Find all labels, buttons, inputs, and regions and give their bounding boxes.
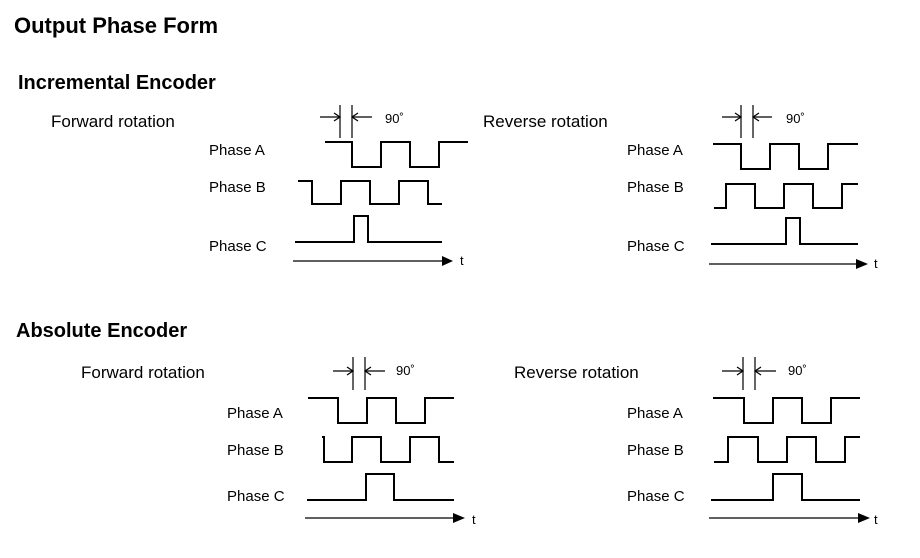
phase-b-label: Phase B: [627, 442, 684, 459]
phase-marker: [320, 105, 372, 138]
phase-marker: [722, 357, 776, 390]
phase-c-waveform: [307, 473, 454, 501]
phase-c-waveform: [711, 217, 858, 245]
phase-angle-label: 90˚: [786, 111, 805, 126]
phase-c-waveform: [711, 473, 860, 501]
time-axis-arrowhead: [442, 256, 453, 266]
phase-a-waveform: [308, 397, 454, 424]
phase-marker: [722, 105, 772, 138]
absolute-encoder-title: Absolute Encoder: [16, 320, 188, 342]
phase-marker: [333, 357, 385, 390]
waveform-diagram: [709, 105, 868, 269]
time-axis-label: t: [472, 512, 476, 527]
phase-c-label: Phase C: [627, 488, 685, 505]
phase-c-label: Phase C: [627, 238, 685, 255]
phase-b-label: Phase B: [209, 179, 266, 196]
phase-b-label: Phase B: [627, 179, 684, 196]
phase-angle-label: 90˚: [385, 111, 404, 126]
phase-a-waveform: [713, 143, 858, 170]
phase-b-waveform: [714, 436, 860, 463]
phase-b-label: Phase B: [227, 442, 284, 459]
time-axis-arrowhead: [856, 259, 868, 269]
phase-c-label: Phase C: [209, 238, 267, 255]
phase-a-label: Phase A: [227, 405, 283, 422]
time-axis-arrowhead: [453, 513, 465, 523]
time-axis-label: t: [874, 256, 878, 271]
phase-a-waveform: [713, 397, 860, 424]
phase-a-label: Phase A: [627, 405, 683, 422]
phase-c-waveform: [295, 215, 442, 243]
phase-b-waveform: [714, 183, 858, 209]
waveform-diagram: [305, 357, 465, 523]
phase-angle-label: 90˚: [396, 363, 415, 378]
phase-b-waveform: [322, 436, 454, 463]
waveform-diagram: [293, 105, 468, 266]
phase-b-waveform: [298, 180, 442, 205]
rotation-label: Forward rotation: [81, 363, 205, 382]
incremental-encoder-title: Incremental Encoder: [18, 72, 216, 94]
phase-a-waveform: [325, 141, 468, 168]
time-axis-arrowhead: [858, 513, 870, 523]
rotation-label: Reverse rotation: [514, 363, 639, 382]
waveform-diagram: [709, 357, 870, 523]
time-axis-label: t: [460, 253, 464, 268]
phase-c-label: Phase C: [227, 488, 285, 505]
time-axis-label: t: [874, 512, 878, 527]
page-title: Output Phase Form: [14, 13, 219, 38]
rotation-label: Reverse rotation: [483, 112, 608, 131]
phase-angle-label: 90˚: [788, 363, 807, 378]
rotation-label: Forward rotation: [51, 112, 175, 131]
phase-a-label: Phase A: [209, 142, 265, 159]
phase-a-label: Phase A: [627, 142, 683, 159]
